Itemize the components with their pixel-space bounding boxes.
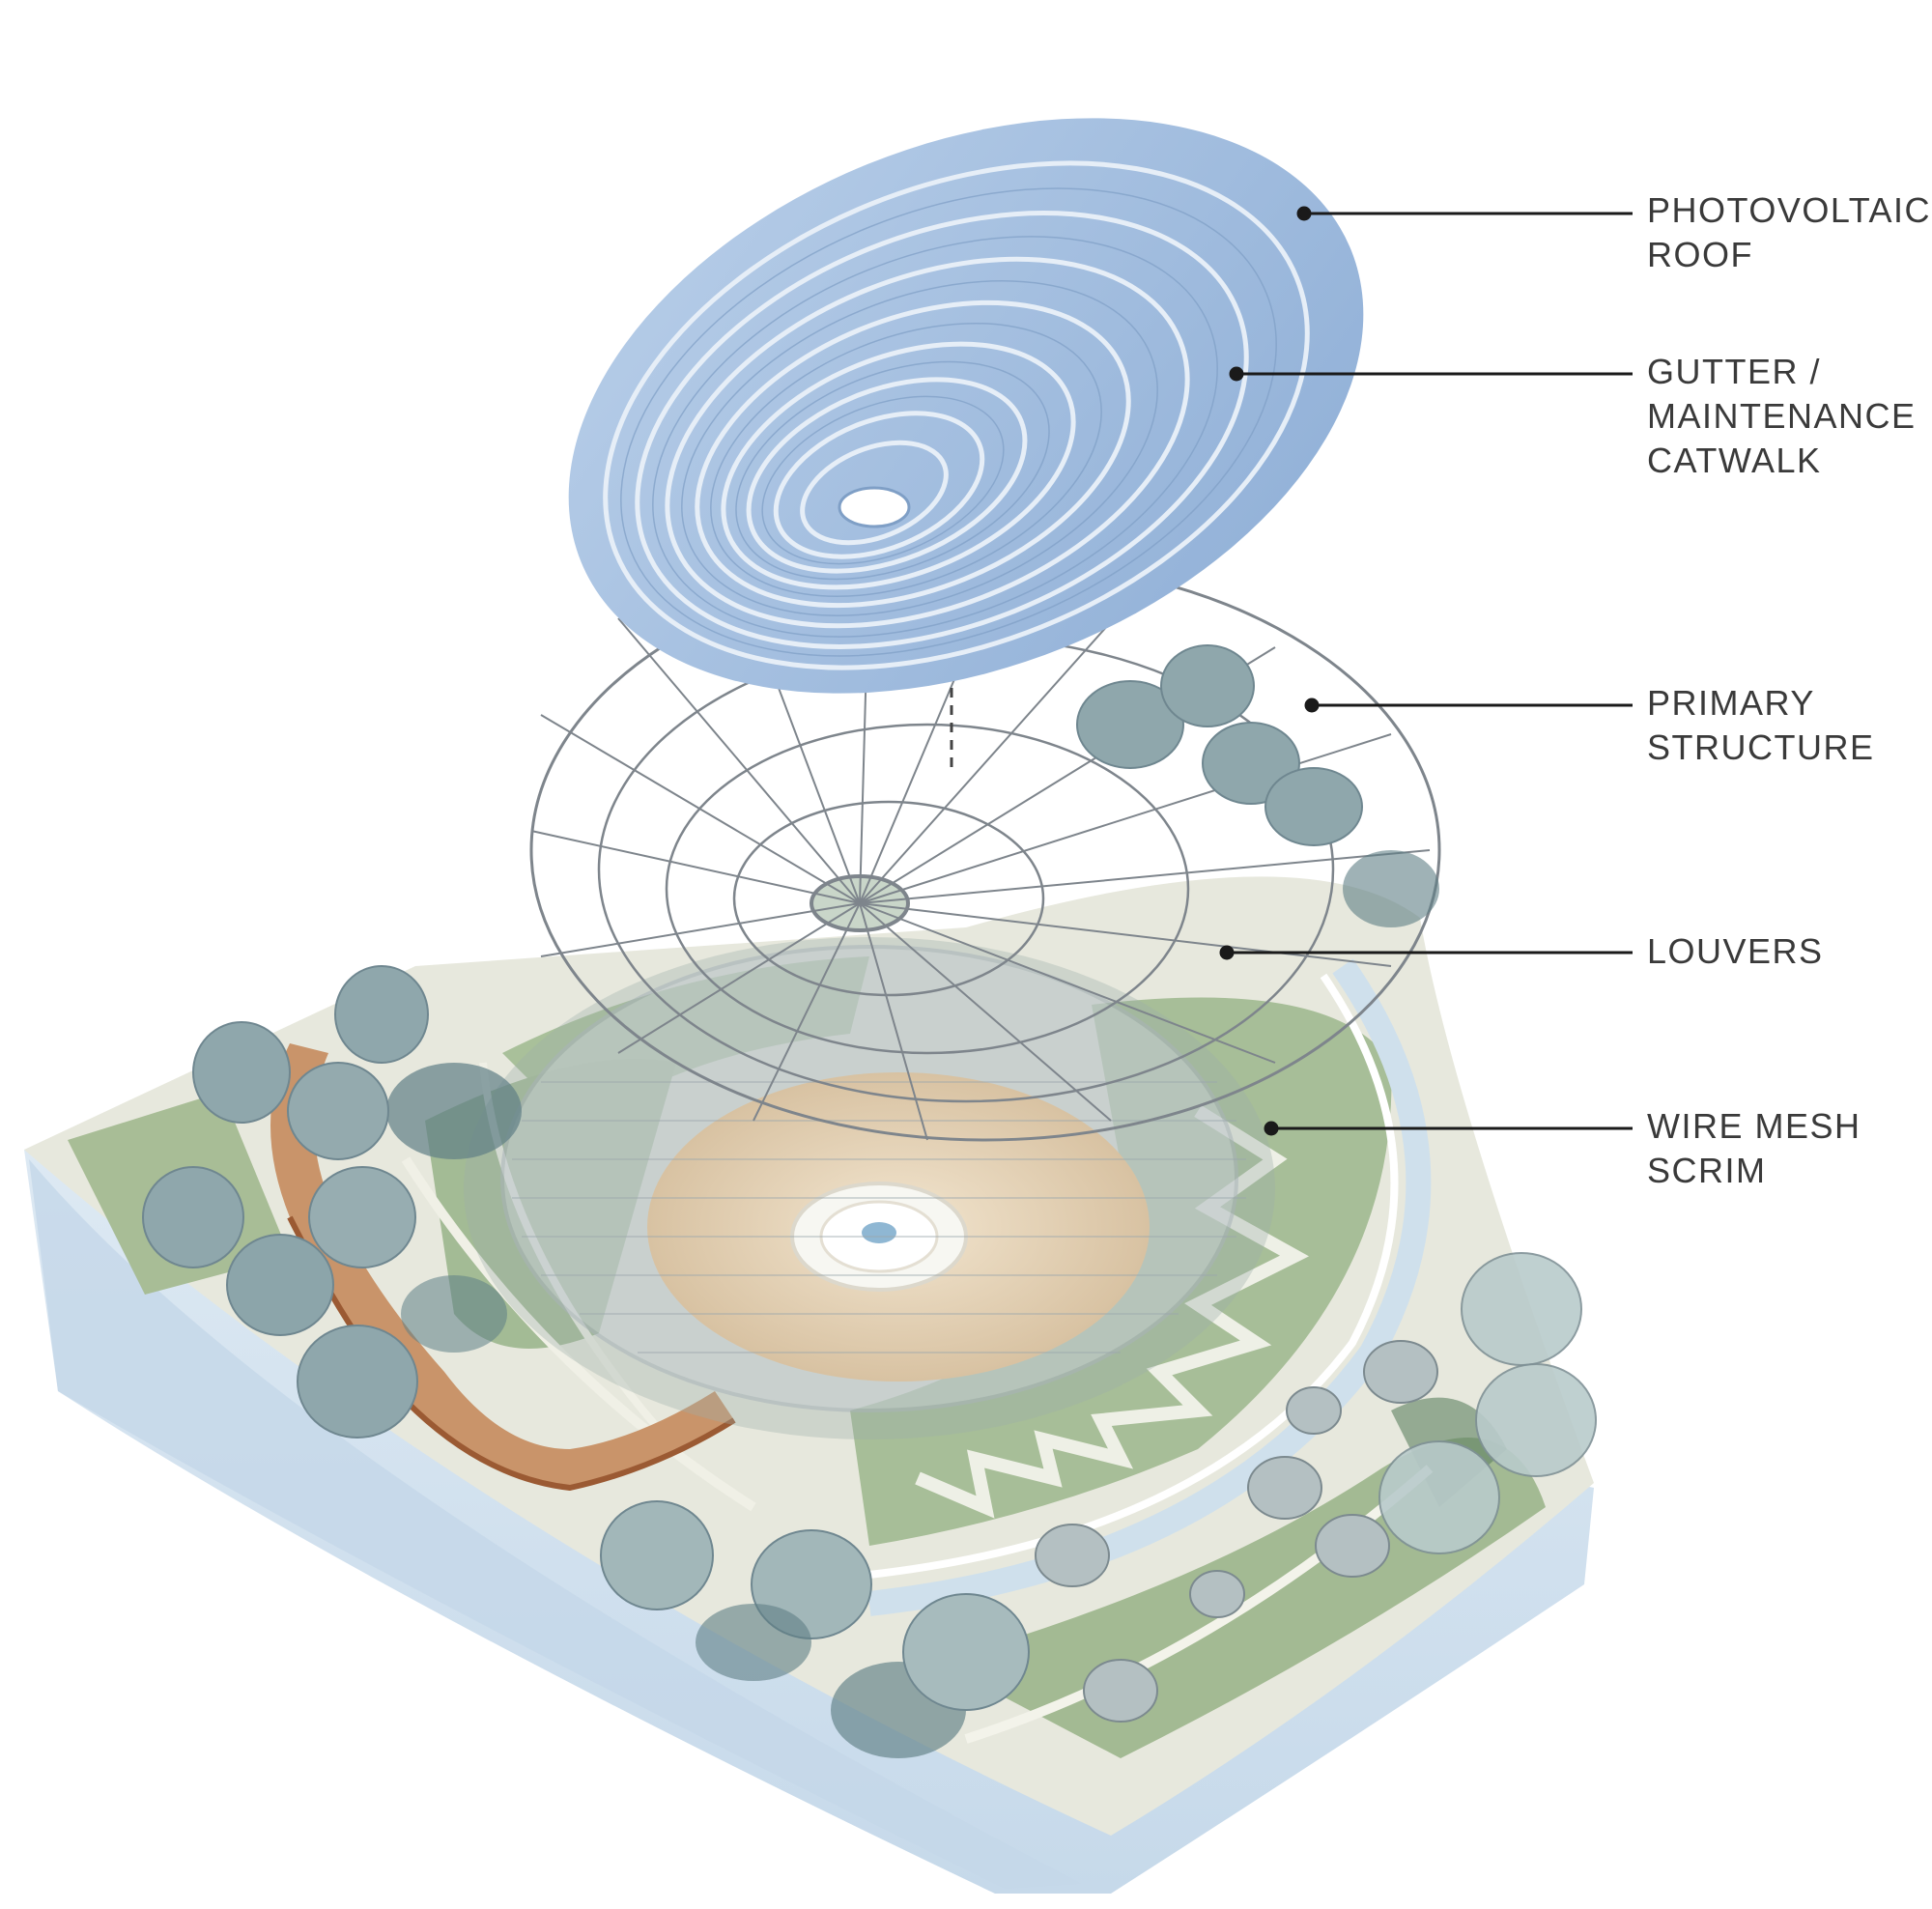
tree-20 — [1461, 1252, 1582, 1366]
trees — [142, 644, 1597, 1758]
louvers-drum — [464, 937, 1275, 1439]
label-wire-mesh-scrim: WIRE MESH SCRIM — [1647, 1106, 1861, 1190]
label-gutter-maintenance-catwalk: GUTTER / MAINTENANCE CATWALK — [1647, 352, 1917, 480]
tree-11 — [831, 1593, 1030, 1758]
leader-photovoltaic-roof — [1296, 206, 1633, 221]
tree-3 — [287, 1062, 389, 1160]
roof-oculus — [838, 486, 911, 528]
tree-5 — [308, 1166, 416, 1268]
gutter-catwalk-rings — [603, 160, 1310, 670]
zigzag-path — [915, 1105, 1310, 1519]
tree-14 — [1189, 1570, 1245, 1618]
tree-15 — [1083, 1659, 1158, 1723]
tree-6 — [226, 1234, 334, 1336]
label-photovoltaic-roof: PHOTOVOLTAIC ROOF — [1647, 190, 1932, 274]
tree-17 — [1315, 1514, 1390, 1578]
tree-13 — [1035, 1524, 1110, 1587]
tree-1 — [334, 965, 522, 1159]
tree-4 — [142, 1166, 244, 1268]
curved-walkway-1 — [401, 1156, 756, 1512]
tree-7 — [297, 1325, 418, 1439]
leader-primary-structure — [1304, 698, 1633, 713]
photovoltaic-roof — [568, 118, 1364, 694]
tree-21 — [1475, 1363, 1597, 1477]
tree-18 — [1363, 1340, 1438, 1404]
structure-ring-4 — [732, 800, 1045, 997]
label-louvers: LOUVERS — [1647, 931, 1824, 971]
tree-24 — [1160, 644, 1255, 727]
ramp-edge — [287, 1215, 736, 1492]
tree-9 — [600, 1500, 714, 1610]
label-primary-structure: PRIMARY STRUCTURE — [1647, 683, 1875, 767]
tree-2 — [192, 1021, 291, 1124]
leader-gutter-catwalk — [1229, 366, 1633, 382]
leader-wire-mesh-scrim — [1264, 1121, 1633, 1136]
tree-19 — [1286, 1386, 1342, 1435]
tree-8 — [401, 1275, 507, 1353]
tree-23 — [1076, 680, 1439, 927]
tree-16 — [1247, 1456, 1322, 1520]
tree-26 — [1264, 767, 1363, 846]
fountain-pool — [862, 1222, 896, 1243]
leader-louvers — [1219, 945, 1633, 960]
wire-mesh-scrim — [512, 1081, 1246, 1353]
roof-panel-lines — [620, 187, 1277, 657]
tree-12 — [696, 1604, 811, 1681]
leader-lines — [1219, 206, 1633, 1136]
tree-22 — [1378, 1440, 1500, 1554]
structure-ring-3 — [665, 723, 1190, 1055]
